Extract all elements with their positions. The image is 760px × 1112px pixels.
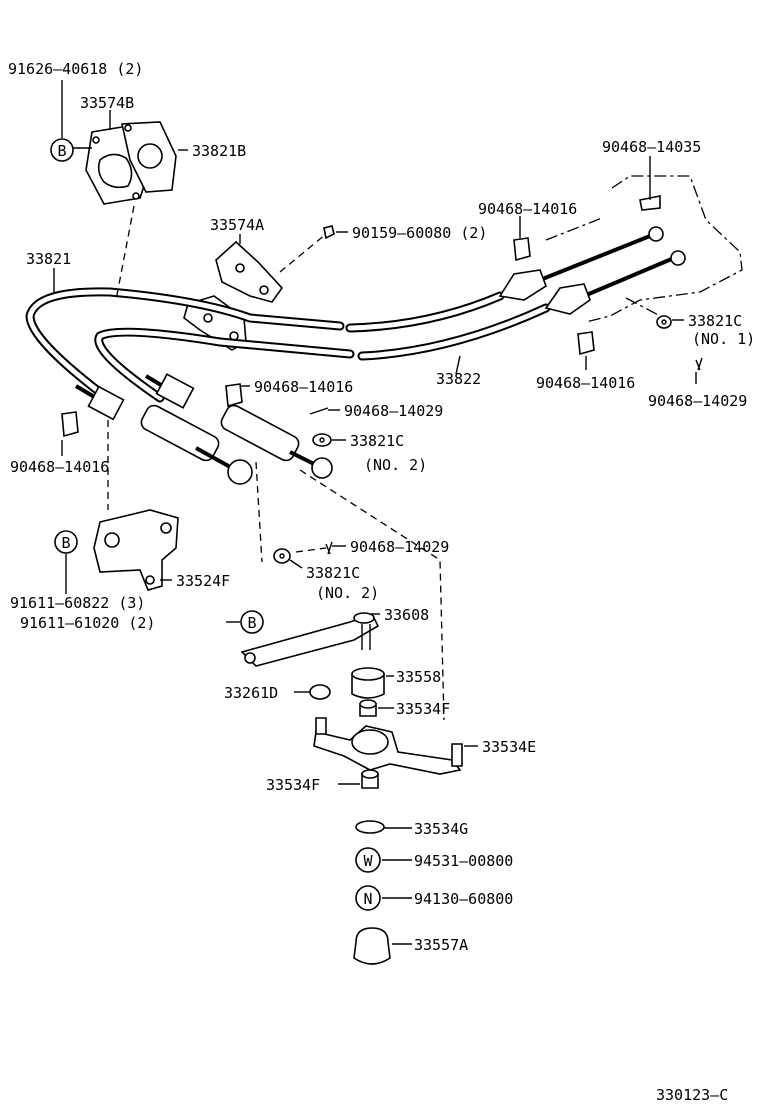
transmission-housing-outline <box>545 175 743 323</box>
label-33574A: 33574A <box>210 216 264 234</box>
label-33821: 33821 <box>26 250 71 268</box>
callout-B-top: B <box>50 138 74 162</box>
label-33534G: 33534G <box>414 820 468 838</box>
label-33534F-top: 33534F <box>396 700 450 718</box>
label-33574B: 33574B <box>80 94 134 112</box>
label-90468-14016-right: 90468–14016 <box>536 374 635 392</box>
clip-90468-14016-mid <box>225 383 243 408</box>
label-33557A: 33557A <box>414 936 468 954</box>
pin-90468-14029-low <box>325 541 333 555</box>
label-90468-14016-left: 90468–14016 <box>10 458 109 476</box>
label-90468-14016-mid: 90468–14016 <box>254 378 353 396</box>
label-90468-14029-right: 90468–14029 <box>648 392 747 410</box>
label-90468-14016-top: 90468–14016 <box>478 200 577 218</box>
svg-text:B: B <box>57 142 66 160</box>
washer-33821C-no1 <box>656 315 672 329</box>
label-no2-mid: (NO. 2) <box>364 456 427 474</box>
label-90468-14035: 90468–14035 <box>602 138 701 156</box>
leader-lines <box>53 80 697 945</box>
callout-W: W <box>355 847 381 873</box>
callout-B-low: B <box>240 610 264 634</box>
svg-text:W: W <box>363 852 373 870</box>
clip-90468-14016-left <box>61 411 79 438</box>
clip-90468-14016-right <box>577 331 595 356</box>
part-33534F-top <box>359 699 377 717</box>
assembly-lines <box>107 205 445 721</box>
label-33821C-right: 33821C <box>688 312 742 330</box>
part-33534F-low <box>361 769 379 789</box>
label-no1: (NO. 1) <box>692 330 755 348</box>
cable-33821 <box>25 226 664 405</box>
clip-90468-14035 <box>639 195 661 211</box>
part-33821B-retainer <box>121 121 177 193</box>
label-91626-40618: 91626–40618 (2) <box>8 60 143 78</box>
label-33524F: 33524F <box>176 572 230 590</box>
part-33524F-bracket <box>93 509 179 591</box>
label-33534F-low: 33534F <box>266 776 320 794</box>
label-90159-60080: 90159–60080 (2) <box>352 224 487 242</box>
svg-text:B: B <box>247 614 256 632</box>
part-33534E-lever <box>313 717 463 775</box>
pin-90468-14029-mid <box>309 407 329 415</box>
svg-text:N: N <box>363 890 372 908</box>
svg-text:B: B <box>61 534 70 552</box>
label-33821C-mid: 33821C <box>350 432 404 450</box>
label-33822: 33822 <box>436 370 481 388</box>
washer-33821C-low <box>273 548 291 564</box>
part-33574A-bracket <box>215 240 284 303</box>
callout-N: N <box>355 885 381 911</box>
part-33534G <box>355 820 385 834</box>
part-33558-bushing <box>351 667 385 699</box>
label-90468-14029-mid: 90468–14029 <box>344 402 443 420</box>
washer-33821C-mid <box>312 433 332 447</box>
label-94130-60800: 94130–60800 <box>414 890 513 908</box>
label-33261D: 33261D <box>224 684 278 702</box>
label-91611-61020: 91611–61020 (2) <box>20 614 155 632</box>
diagram-reference: 330123–C <box>656 1086 728 1104</box>
lower-cable-ends <box>74 373 333 485</box>
label-33608: 33608 <box>384 606 429 624</box>
label-33558: 33558 <box>396 668 441 686</box>
label-91611-60822: 91611–60822 (3) <box>10 594 145 612</box>
clip-90468-14016-top <box>513 237 531 262</box>
cable-33822 <box>94 250 686 403</box>
label-90468-14029-low: 90468–14029 <box>350 538 449 556</box>
callout-B-mid: B <box>54 530 78 554</box>
part-33557A-knob <box>353 927 391 965</box>
label-33821B: 33821B <box>192 142 246 160</box>
label-33821C-low: 33821C <box>306 564 360 582</box>
pin-90468-14029-right <box>695 357 703 371</box>
part-33261D <box>309 684 331 700</box>
bolt-90159 <box>323 225 335 240</box>
part-33608-lever <box>240 612 380 667</box>
label-94531-00800: 94531–00800 <box>414 852 513 870</box>
label-no2-low: (NO. 2) <box>316 584 379 602</box>
label-33534E: 33534E <box>482 738 536 756</box>
